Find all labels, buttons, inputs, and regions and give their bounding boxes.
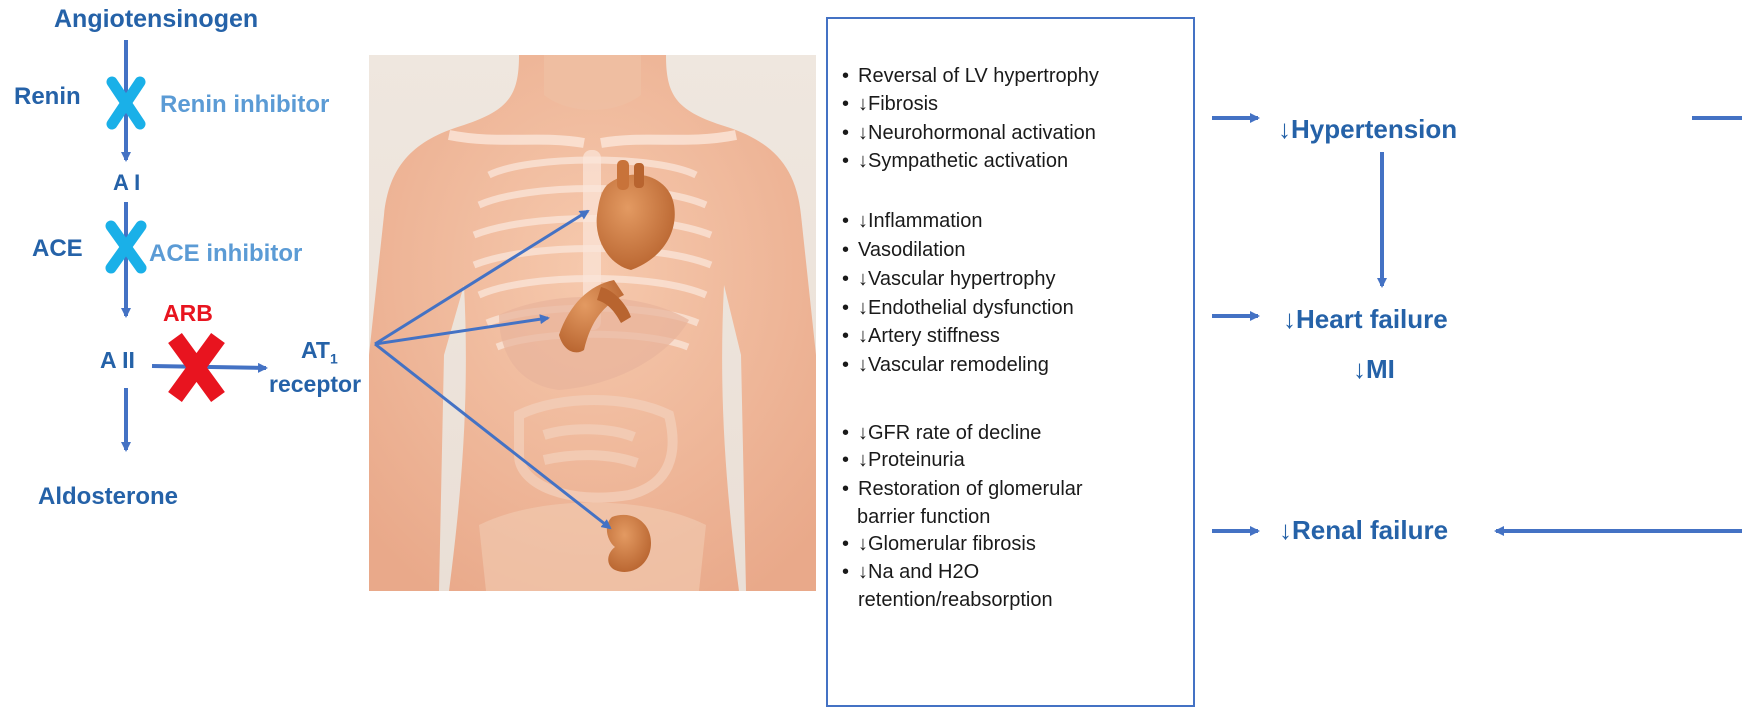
renin-inhibitor-label: Renin inhibitor [160,91,329,119]
effect-item-heart-1: •↓Fibrosis [858,92,938,116]
renin-label: Renin [14,83,81,111]
receptor-label: receptor [269,371,361,398]
arb-label: ARB [163,300,213,327]
effect-item-kidney-4: •↓Glomerular fibrosis [858,532,1036,556]
effect-item-kidney-2: •Restoration of glomerular [858,477,1083,501]
effect-item-heart-3: •↓Sympathetic activation [858,149,1068,173]
ace-inhibitor-label: ACE inhibitor [149,240,302,268]
outcome-heart-failure: ↓Heart failure [1283,304,1448,335]
angiotensin-2-label: A II [100,347,135,374]
outcome-hypertension: ↓Hypertension [1278,114,1457,145]
effect-item-vessels-3: •↓Endothelial dysfunction [858,296,1074,320]
effect-item-vessels-5: •↓Vascular remodeling [858,353,1049,377]
effect-item-heart-0: •Reversal of LV hypertrophy [858,64,1099,88]
effect-item-heart-2: •↓Neurohormonal activation [858,121,1096,145]
effect-item-kidney-2-cont: barrier function [857,505,990,529]
outcome-renal-failure: ↓Renal failure [1279,515,1448,546]
outcome-mi: ↓MI [1353,354,1395,385]
angiotensinogen-label: Angiotensinogen [54,5,258,34]
at1-label: AT1 [301,337,338,367]
aldosterone-label: Aldosterone [38,483,178,511]
effect-item-kidney-0: •↓GFR rate of decline [858,421,1041,445]
effect-item-kidney-5-cont: retention/reabsorption [858,588,1053,612]
effect-item-vessels-2: •↓Vascular hypertrophy [858,267,1056,291]
effect-item-kidney-1: •↓Proteinuria [858,448,965,472]
effect-item-vessels-1: •Vasodilation [858,238,965,262]
angiotensin-1-label: A I [113,170,140,196]
effect-item-vessels-4: •↓Artery stiffness [858,324,1000,348]
effects-box: •Reversal of LV hypertrophy •↓Fibrosis •… [826,17,1195,707]
ace-label: ACE [32,235,83,263]
effect-item-vessels-0: •↓Inflammation [858,209,983,233]
effect-item-kidney-5: •↓Na and H2O [858,560,979,584]
